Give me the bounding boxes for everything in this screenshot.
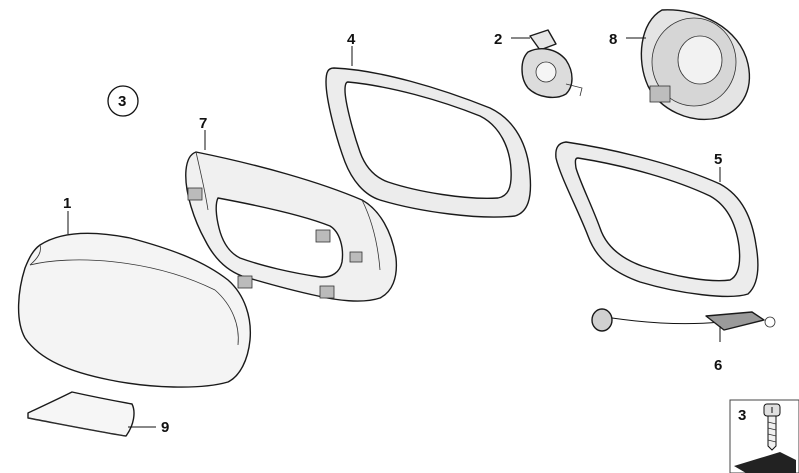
callout-7: 7 — [199, 115, 207, 132]
callout-2: 2 — [494, 31, 502, 48]
part-2-actuator — [521, 29, 583, 99]
part-9-trim-strip — [27, 391, 135, 437]
inset-label: 3 — [738, 407, 746, 424]
callouts: 1 2 3 4 5 6 7 8 9 — [63, 31, 722, 436]
inset-screw-box: 3 — [729, 399, 799, 473]
leader-lines — [67, 37, 721, 428]
scale-wedge-icon — [734, 452, 796, 473]
callout-3-circle — [107, 85, 139, 117]
callout-9: 9 — [161, 419, 169, 436]
part-6-cable-connector — [591, 308, 776, 332]
part-4-outer-frame — [325, 67, 532, 218]
callout-8: 8 — [609, 31, 617, 48]
callout-3: 3 — [118, 93, 126, 110]
callout-6: 6 — [714, 357, 722, 374]
part-7-housing-frame — [185, 151, 398, 302]
part-1-mirror-cap — [17, 232, 252, 388]
part-8-mirror-motor — [640, 9, 750, 120]
screw-icon — [763, 403, 781, 451]
callout-5: 5 — [714, 151, 722, 168]
callout-1: 1 — [63, 195, 71, 212]
part-5-inner-frame — [555, 141, 759, 298]
callout-4: 4 — [347, 31, 356, 48]
